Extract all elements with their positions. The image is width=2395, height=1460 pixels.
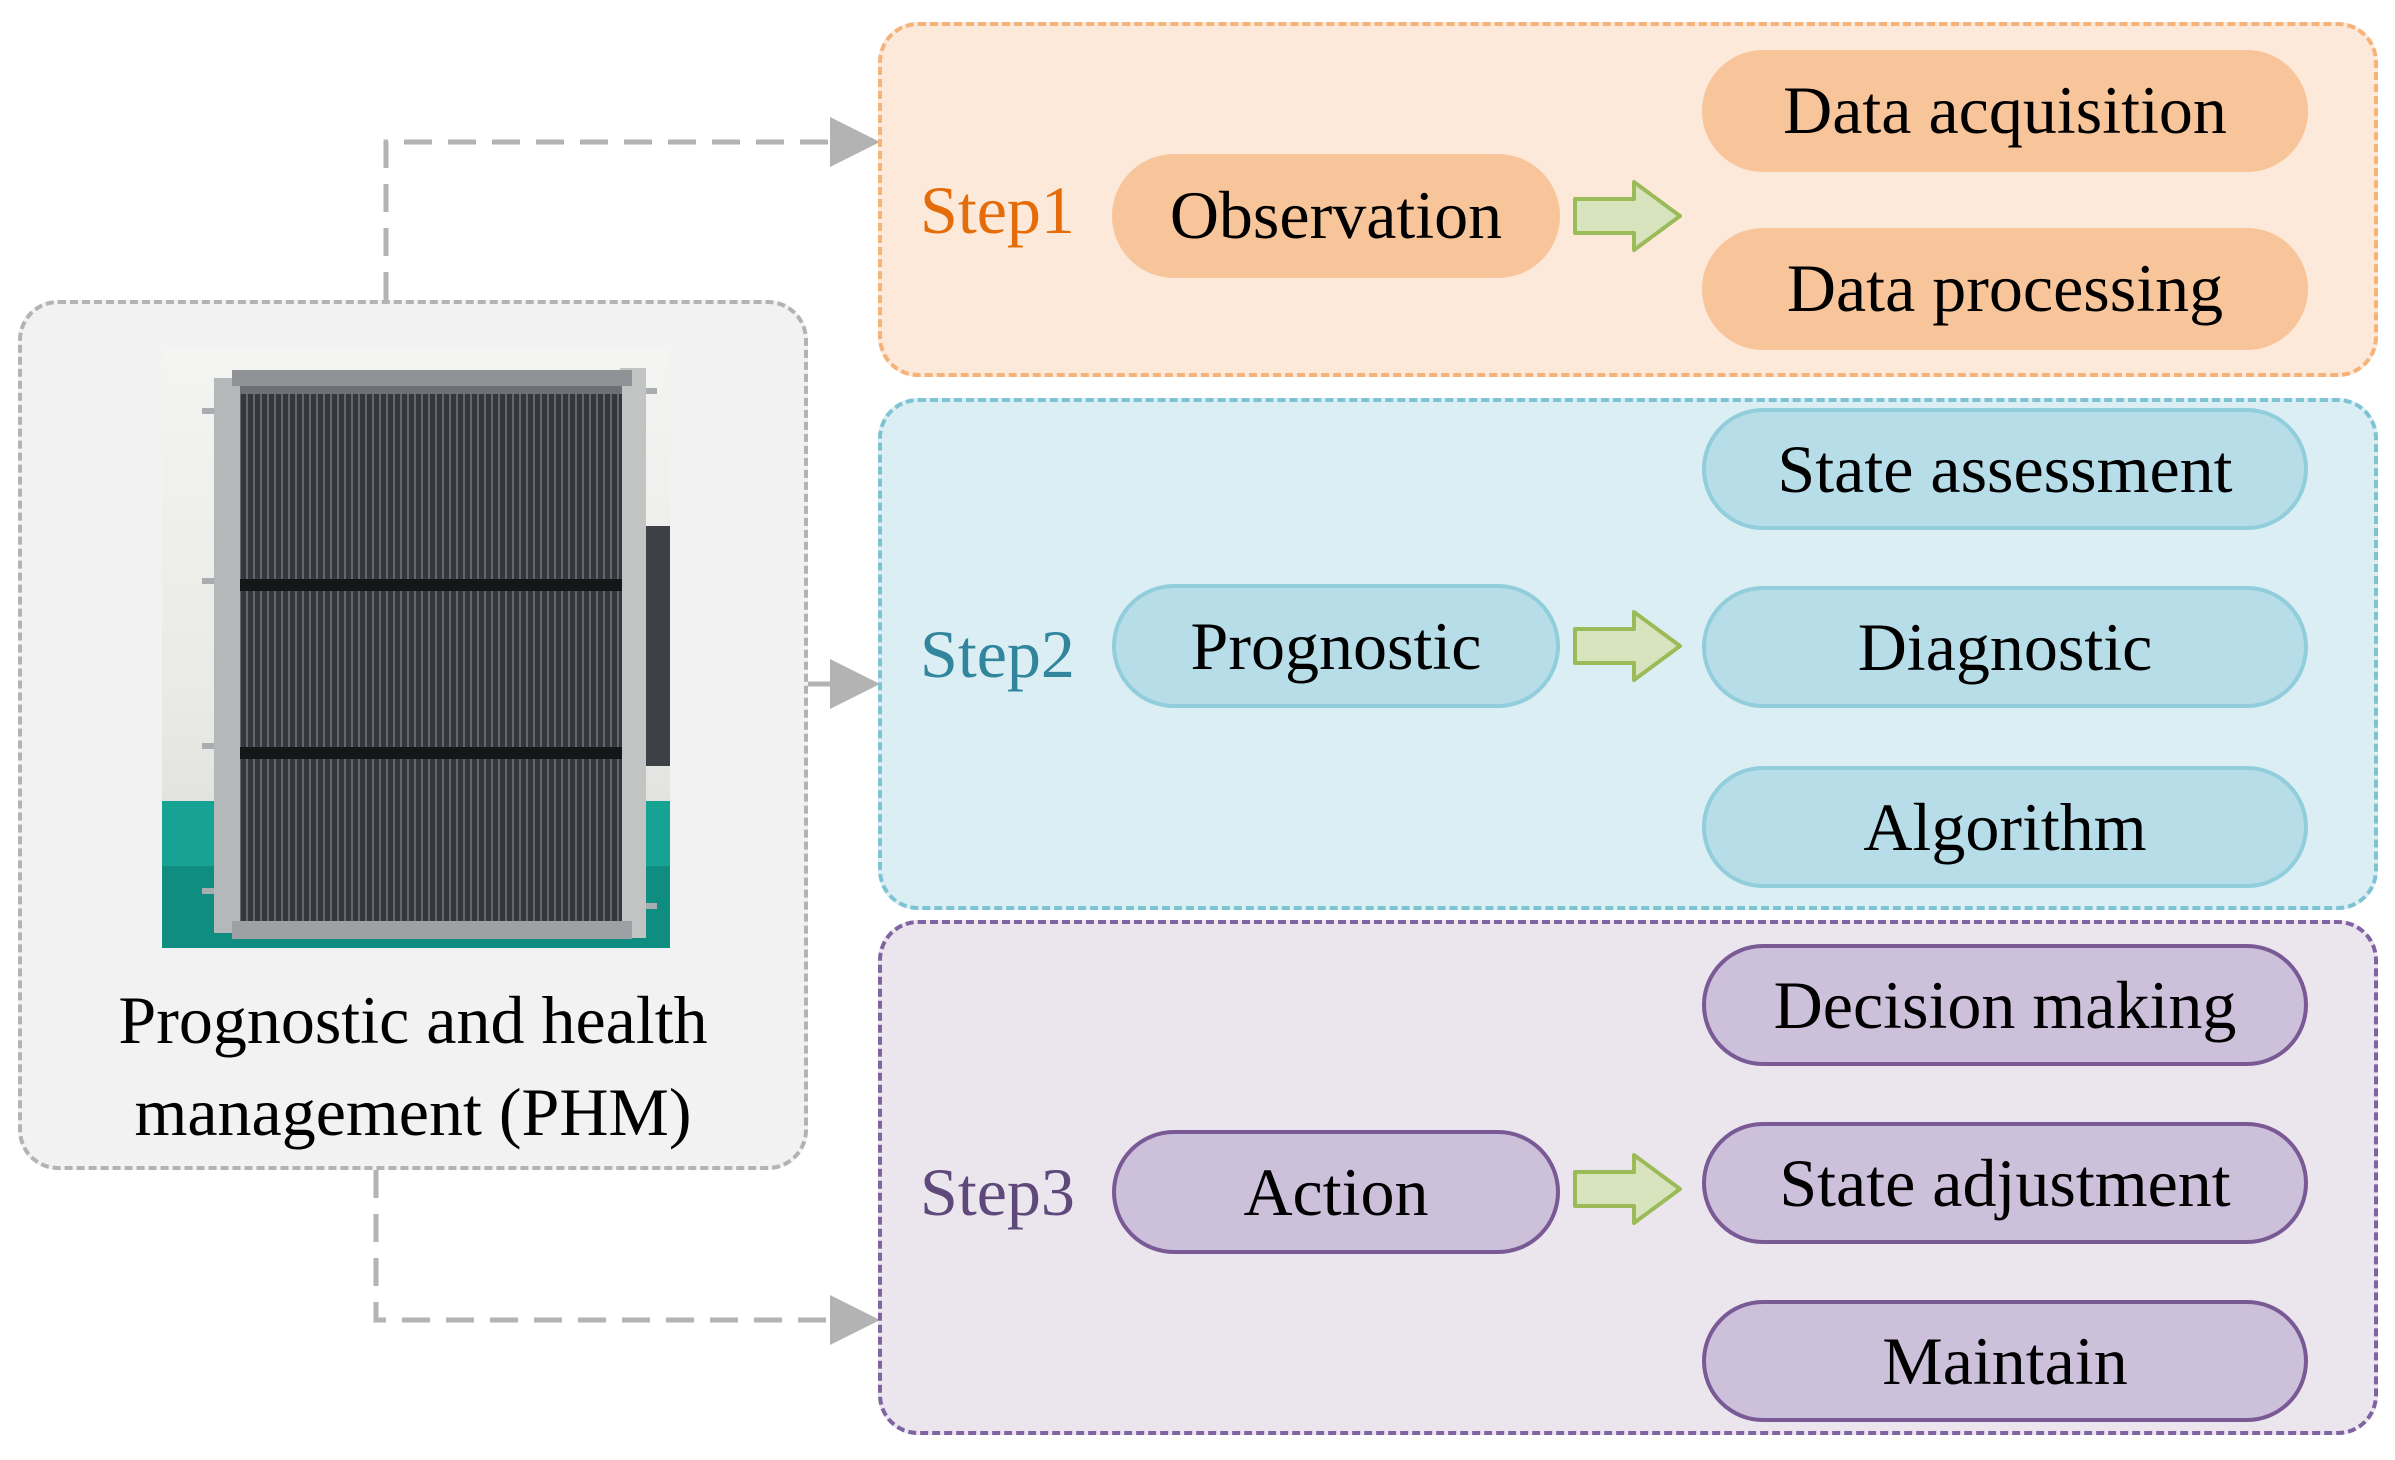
action-pill: Action <box>1112 1130 1560 1254</box>
step3-panel: Step3 Action Decision making State adjus… <box>878 920 2378 1435</box>
connector-step3 <box>373 1170 880 1345</box>
observation-pill: Observation <box>1112 154 1560 278</box>
step2-label: Step2 <box>920 616 1075 692</box>
phm-panel: Prognostic and health management (PHM) <box>18 300 808 1170</box>
data-acquisition-pill: Data acquisition <box>1702 50 2308 172</box>
maintain-pill: Maintain <box>1702 1300 2308 1422</box>
right-arrow-icon <box>1573 1153 1682 1225</box>
state-adjustment-pill: State adjustment <box>1702 1122 2308 1244</box>
right-arrow-icon <box>1573 610 1682 682</box>
state-assessment-pill: State assessment <box>1702 408 2308 530</box>
phm-label: Prognostic and health management (PHM) <box>118 982 708 1150</box>
decision-making-pill: Decision making <box>1702 944 2308 1066</box>
step2-panel: Step2 Prognostic State assessment Diagno… <box>878 398 2378 910</box>
step3-label: Step3 <box>920 1154 1075 1230</box>
step1-label: Step1 <box>920 172 1075 248</box>
right-arrow-icon <box>1573 180 1682 252</box>
algorithm-pill: Algorithm <box>1702 766 2308 888</box>
prognostic-pill: Prognostic <box>1112 584 1560 708</box>
diagnostic-pill: Diagnostic <box>1702 586 2308 708</box>
step1-panel: Step1 Observation Data acquisition Data … <box>878 22 2378 377</box>
data-processing-pill: Data processing <box>1702 228 2308 350</box>
connector-step1 <box>383 117 880 300</box>
fuel-cell-stack-photo <box>162 346 670 948</box>
